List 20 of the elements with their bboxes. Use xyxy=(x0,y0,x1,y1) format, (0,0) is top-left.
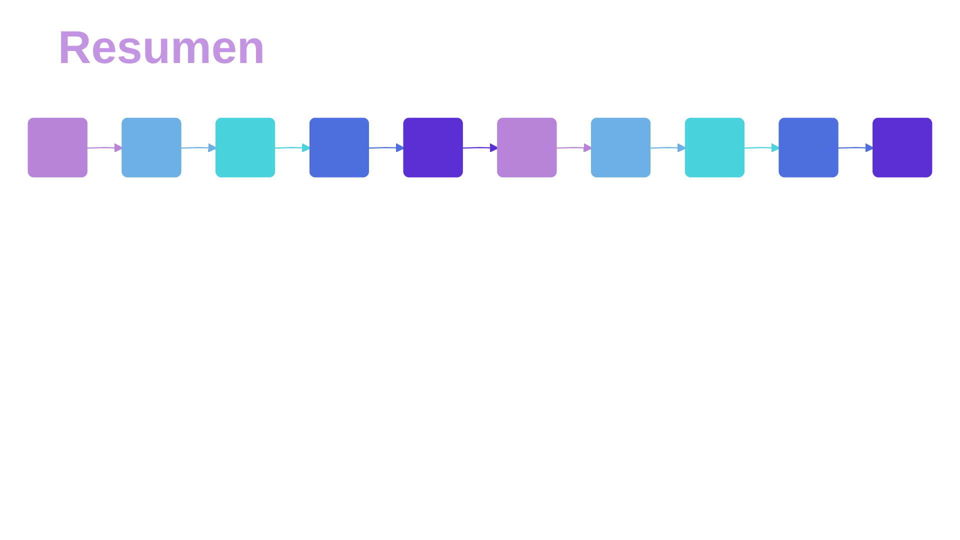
process-box xyxy=(403,118,463,178)
process-box xyxy=(778,118,838,178)
arrow xyxy=(181,143,218,152)
process-box xyxy=(684,118,744,178)
arrow xyxy=(87,143,124,152)
process-box xyxy=(497,118,557,178)
arrow xyxy=(838,143,874,152)
process-box xyxy=(28,118,88,178)
process-box xyxy=(309,118,369,178)
process-box xyxy=(216,118,276,178)
arrow xyxy=(275,143,311,152)
arrow xyxy=(556,143,593,152)
arrow xyxy=(368,143,405,152)
arrow xyxy=(744,143,780,152)
arrow xyxy=(650,143,686,152)
process-box xyxy=(122,118,182,178)
title: Resumen xyxy=(58,22,266,73)
process-box xyxy=(872,118,932,178)
process-box xyxy=(591,118,651,178)
arrow xyxy=(462,143,499,152)
